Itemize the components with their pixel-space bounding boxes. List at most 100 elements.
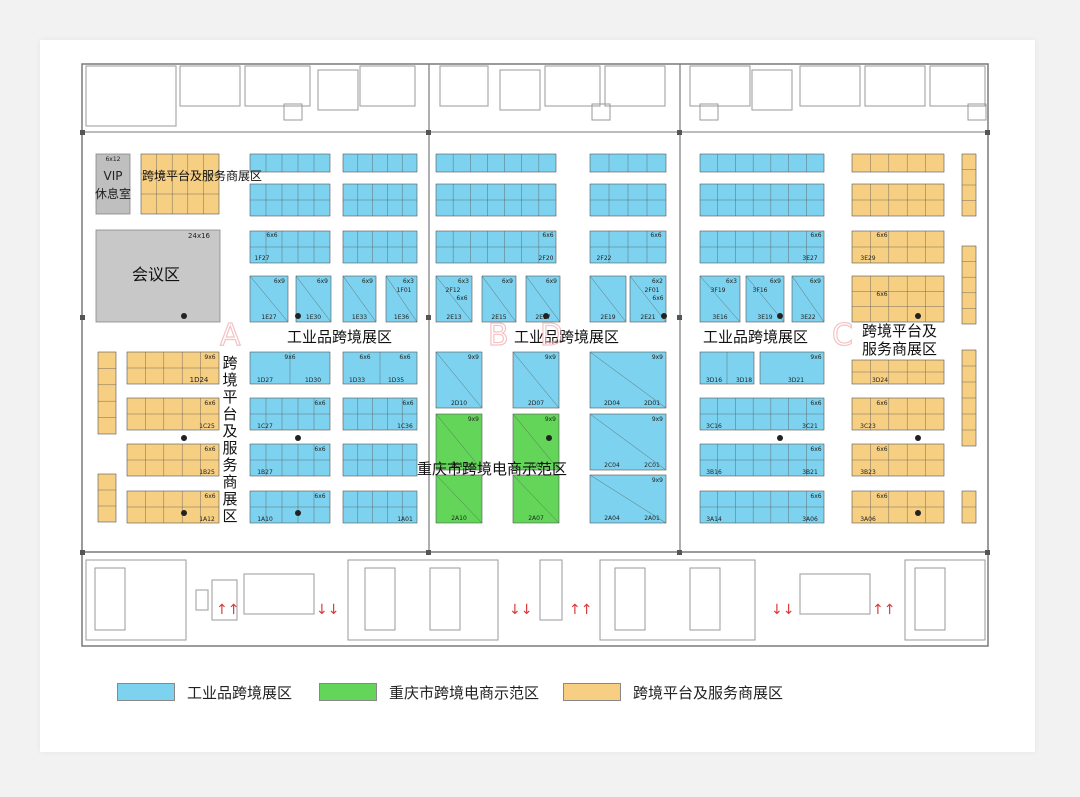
booth-block xyxy=(126,397,220,431)
booth-label: 3E16 xyxy=(712,314,727,321)
booth-2C04: 9x9 xyxy=(589,413,667,471)
booth-label: 6x6 xyxy=(402,400,413,407)
legend-label-service: 跨境平台及服务商展区 xyxy=(633,683,784,702)
wall-columns xyxy=(80,130,990,555)
booth-block xyxy=(140,153,220,215)
pillar-icon xyxy=(543,313,549,319)
booth-label: 1E27 xyxy=(261,314,276,321)
booth-label: 1D24 xyxy=(190,376,209,384)
zone-label-industrial-right: 工业品跨境展区 xyxy=(703,328,808,346)
booth-label: 3C16 xyxy=(706,423,722,430)
booth-2A10: 2A10 xyxy=(435,474,483,524)
vertical-label-char: 境 xyxy=(222,371,237,389)
booth-label: 6x6 xyxy=(399,354,410,361)
booth-block xyxy=(249,351,331,385)
booth-block xyxy=(851,490,945,524)
vertical-label-char: 及 xyxy=(222,422,237,440)
booth-label: 3C21 xyxy=(802,423,818,430)
booth-block xyxy=(699,351,755,385)
booth-label: 3D21 xyxy=(788,377,804,384)
top-structures xyxy=(85,65,987,127)
meeting-label: 会议区 xyxy=(132,265,180,284)
zone-label-service-top: 跨境平台及服务商展区 xyxy=(142,168,262,183)
legend-label-industrial: 工业品跨境展区 xyxy=(187,683,293,702)
booth-block xyxy=(961,349,977,447)
booth-label: 2C01 xyxy=(644,462,660,469)
booth-block xyxy=(851,230,945,264)
booth-block xyxy=(435,230,557,264)
booth-label: 3F16 xyxy=(753,287,768,294)
booth-layer: 1F276x66x91E276x91E306x91E336x31E361F011… xyxy=(97,153,977,524)
booth-label: 6x6 xyxy=(456,295,467,302)
vertical-label-char: 区 xyxy=(222,507,237,525)
zone-label-industrial-mid: 工业品跨境展区 xyxy=(514,328,619,346)
legend-demo: 重庆市跨境电商示范区 xyxy=(319,681,539,703)
svg-text:D: D xyxy=(540,318,563,353)
booth-block xyxy=(249,490,331,524)
arrow-up-2: ↑↑ xyxy=(569,602,592,618)
outer-walls xyxy=(81,63,989,647)
booth-label: 1D33 xyxy=(349,377,365,384)
booth-2D04: 9x9 xyxy=(589,351,667,409)
booth-label: 3A06 xyxy=(860,516,876,523)
vertical-label-char: 务 xyxy=(222,456,237,474)
booth-label: 9x6 xyxy=(810,354,821,361)
meeting-size: 24x16 xyxy=(188,232,211,240)
booth-block xyxy=(126,490,220,524)
booth-label: 6x6 xyxy=(876,400,887,407)
booth-label: 2F01 xyxy=(645,287,660,294)
pillar-icon xyxy=(181,510,187,516)
pillar-icon xyxy=(915,435,921,441)
booth-block xyxy=(342,490,418,524)
booth-label: 1F27 xyxy=(255,255,270,262)
booth-block xyxy=(249,183,331,217)
vip-label: VIP xyxy=(104,169,123,183)
booth-size: 6x9 xyxy=(770,278,781,285)
pillar-icon xyxy=(181,435,187,441)
booth-size: 9x9 xyxy=(652,477,663,484)
booth-label: 2E13 xyxy=(446,314,461,321)
pillar-icon xyxy=(546,435,552,441)
booth-label: 2D10 xyxy=(451,400,467,407)
pillar-icon xyxy=(295,313,301,319)
booth-block xyxy=(589,230,667,264)
booth-block xyxy=(851,397,945,431)
vip-room xyxy=(95,153,131,215)
booth-label: 2E21 xyxy=(640,314,655,321)
booth-block xyxy=(961,153,977,217)
booth-size: 9x9 xyxy=(545,416,556,423)
booth-label: 3E19 xyxy=(757,314,772,321)
booth-label: 6x6 xyxy=(314,493,325,500)
booth-block xyxy=(699,490,825,524)
vertical-label-char: 服 xyxy=(222,439,237,457)
booth-label: 1C27 xyxy=(257,423,273,430)
vertical-label-char: 台 xyxy=(222,405,237,423)
booth-label: 6x6 xyxy=(810,493,821,500)
svg-text:A: A xyxy=(220,318,241,353)
pillar-icon xyxy=(777,435,783,441)
booth-block xyxy=(126,351,220,385)
arrow-up-3: ↑↑ xyxy=(872,602,895,618)
booth-label: 2D04 xyxy=(604,400,620,407)
booth-label: 1E30 xyxy=(306,314,321,321)
booth-label: 3A06 xyxy=(802,516,818,523)
zone-label-industrial-left: 工业品跨境展区 xyxy=(287,328,392,346)
booth-block xyxy=(249,443,331,477)
booth-label: 3F19 xyxy=(711,287,726,294)
booth-size: 6x9 xyxy=(502,278,513,285)
vertical-label-char: 展 xyxy=(222,490,237,508)
booth-label: 2A10 xyxy=(451,515,467,522)
booth-block xyxy=(435,153,557,173)
bottom-structures xyxy=(85,559,986,641)
pillar-icon xyxy=(915,313,921,319)
booth-label: 1B27 xyxy=(257,469,273,476)
booth-size: 6x3 xyxy=(726,278,737,285)
booth-label: 2A07 xyxy=(528,515,544,522)
pillar-icon xyxy=(915,510,921,516)
booth-size: 9x9 xyxy=(652,416,663,423)
booth-block xyxy=(342,443,418,477)
arrow-down-2: ↓↓ xyxy=(509,602,532,618)
booth-label: 3E22 xyxy=(800,314,815,321)
